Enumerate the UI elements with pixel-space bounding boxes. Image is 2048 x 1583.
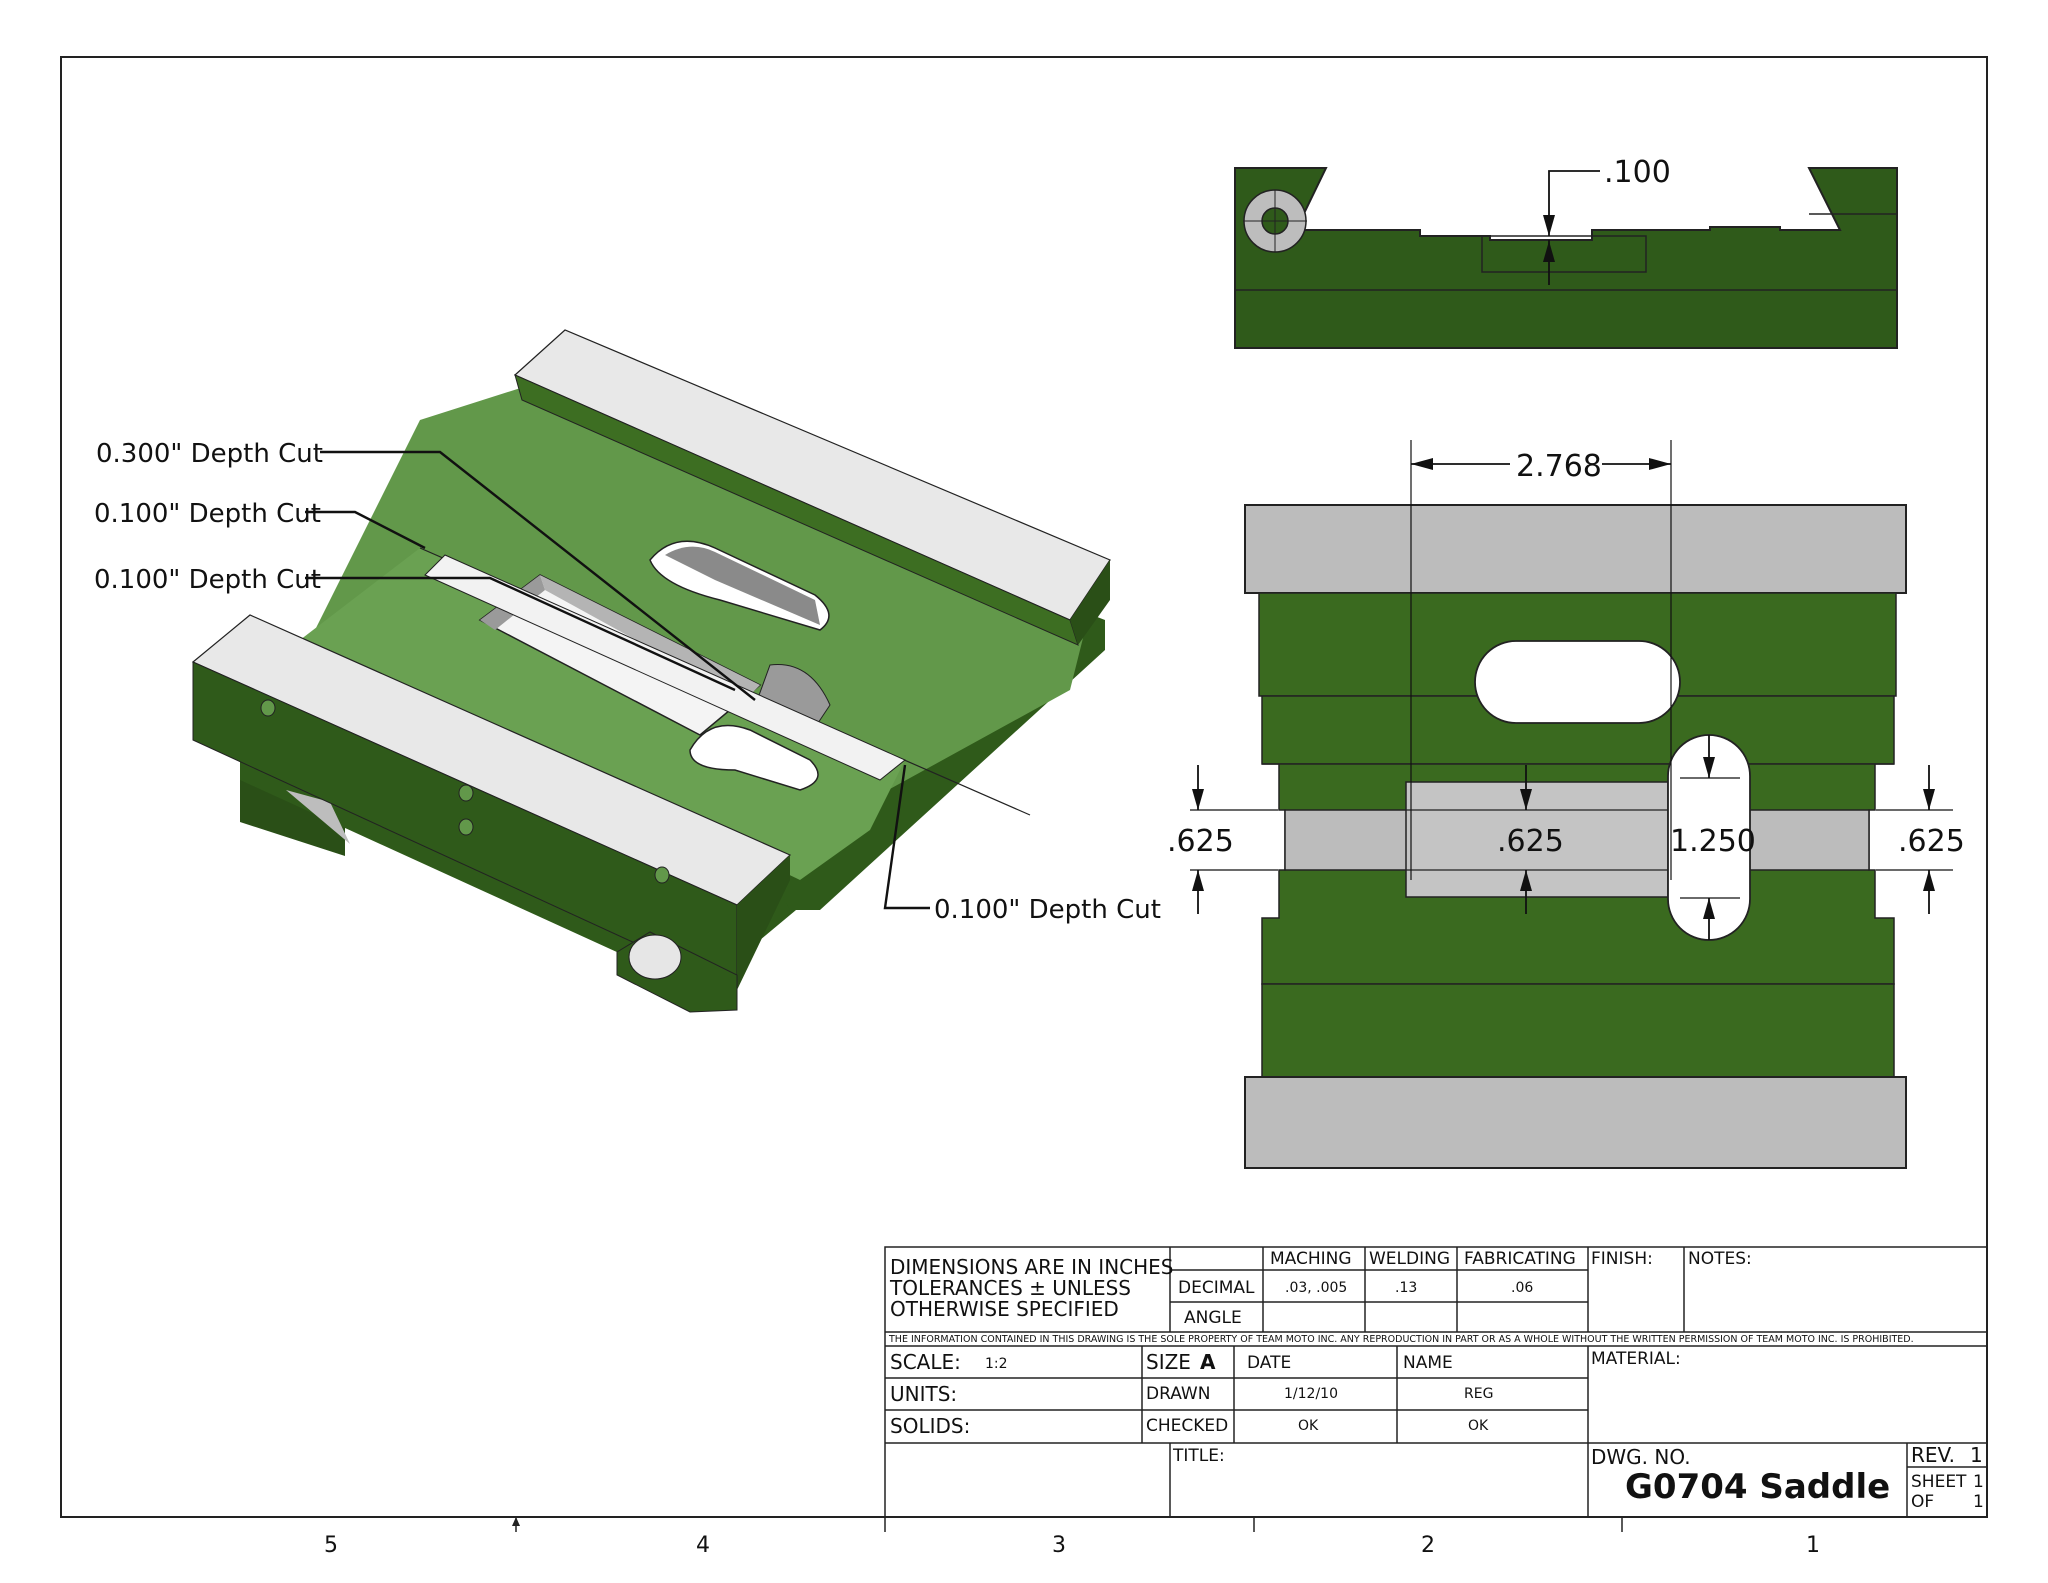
checked-label: CHECKED [1146, 1416, 1228, 1436]
end-view-body [1234, 167, 1898, 349]
col-header: MACHING [1270, 1249, 1352, 1269]
title-block [884, 1246, 1988, 1518]
callout-depth-cut: 0.100" Depth Cut [934, 895, 1161, 925]
dim-leader [1548, 170, 1600, 236]
leader-line [305, 576, 736, 692]
iso-rear-rail-end [1070, 560, 1110, 645]
zone-number: 3 [1052, 1533, 1066, 1558]
col-header: WELDING [1369, 1249, 1450, 1269]
rev-value: 1 [1970, 1443, 1983, 1467]
iso-hole [654, 866, 670, 884]
dim-arrow [1923, 870, 1935, 891]
dwg-no-label: DWG. NO. [1591, 1445, 1691, 1469]
dim-arrow [1520, 789, 1532, 810]
iso-pocket-wall2 [540, 575, 760, 700]
dim-left-height: .625 [1167, 824, 1234, 859]
dim-arrow [1923, 789, 1935, 810]
units-label: UNITS: [890, 1382, 957, 1406]
sheet-value: 1 [1973, 1472, 1984, 1492]
title-block-frame [884, 1246, 1988, 1518]
notes-label: NOTES: [1688, 1249, 1752, 1269]
iso-rear-slot-wall [665, 546, 820, 625]
tolerance-note: OTHERWISE SPECIFIED [890, 1297, 1119, 1321]
row-value: .06 [1511, 1280, 1533, 1296]
callout-depth-cut: 0.300" Depth Cut [96, 439, 323, 469]
iso-top-plate-lower [300, 548, 905, 880]
leader-line [305, 510, 426, 550]
dwg-no: G0704 Saddle [1625, 1467, 1890, 1507]
dim-top-depth: .100 [1604, 155, 1671, 190]
scale-value: 1:2 [985, 1356, 1008, 1372]
end-view-pocket [1481, 235, 1647, 273]
checked-name: OK [1468, 1418, 1489, 1434]
row-value: .03, .005 [1285, 1280, 1347, 1296]
finish-label: FINISH: [1591, 1249, 1653, 1269]
callout-depth-cut: 0.100" Depth Cut [94, 565, 321, 595]
zone-markers: 5 4 3 2 1 [324, 1517, 1820, 1558]
iso-hole [458, 784, 474, 802]
plan-rail-bottom [1244, 1076, 1907, 1169]
dim-arrow [1543, 215, 1555, 236]
tolerance-note: DIMENSIONS ARE IN INCHES [890, 1255, 1174, 1279]
leader-line [883, 764, 930, 910]
tolerance-note: TOLERANCES ± UNLESS [889, 1276, 1131, 1300]
plan-rail-top [1244, 504, 1907, 594]
zone-number: 4 [696, 1533, 710, 1558]
date-label: DATE [1247, 1353, 1291, 1373]
col-header: FABRICATING [1464, 1249, 1576, 1269]
zone-number: 5 [324, 1533, 338, 1558]
iso-front-rail-end [737, 855, 790, 990]
scale-label: SCALE: [890, 1350, 961, 1374]
iso-front-slot [689, 724, 819, 791]
iso-groove-channel [424, 554, 906, 781]
zone-number: 1 [1806, 1533, 1820, 1558]
sheet-label: SHEET [1911, 1472, 1967, 1492]
iso-hole [260, 699, 276, 717]
proprietary-notice: THE INFORMATION CONTAINED IN THIS DRAWIN… [888, 1334, 1914, 1345]
dim-arrow [1703, 898, 1715, 919]
end-view: .100 [1234, 155, 1898, 349]
material-label: MATERIAL: [1591, 1349, 1681, 1369]
zone-center-arrow [512, 1517, 520, 1526]
drawn-label: DRAWN [1146, 1384, 1210, 1404]
dim-arrow [1543, 241, 1555, 262]
dim-arrow [1703, 757, 1715, 778]
of-value: 1 [1973, 1492, 1984, 1512]
dim-right-height: .625 [1898, 824, 1965, 859]
dim-width: 2.768 [1516, 449, 1602, 484]
size-value: A [1200, 1350, 1216, 1374]
plan-green-lower [1261, 983, 1895, 1078]
checked-date: OK [1298, 1418, 1319, 1434]
row-label: DECIMAL [1178, 1278, 1255, 1298]
row-value: .13 [1395, 1280, 1417, 1296]
dim-arrow [1192, 870, 1204, 891]
callout-depth-cut: 0.100" Depth Cut [94, 499, 321, 529]
rev-label: REV. [1911, 1443, 1955, 1467]
iso-inner-tri [286, 790, 350, 844]
name-label: NAME [1403, 1353, 1453, 1373]
iso-bolt-hole-large [628, 934, 682, 980]
title-label: TITLE: [1172, 1446, 1225, 1466]
row-label: ANGLE [1184, 1308, 1242, 1328]
dim-arrow [1192, 789, 1204, 810]
of-label: OF [1911, 1492, 1934, 1512]
title-block-text: DIMENSIONS ARE IN INCHES TOLERANCES ± UN… [888, 1249, 1984, 1512]
solids-label: SOLIDS: [890, 1414, 970, 1438]
leader-line [320, 450, 756, 701]
drawn-name: REG [1464, 1386, 1493, 1402]
plan-view: 2.768 .625 .625 1.250 .625 [1167, 440, 1965, 1169]
iso-hole [458, 818, 474, 836]
dim-slot-length: 1.250 [1670, 824, 1756, 859]
plan-slot-horizontal [1474, 640, 1681, 724]
dim-arrow [1411, 458, 1433, 470]
dim-arrow [1520, 870, 1532, 891]
dim-arrow [1649, 458, 1671, 470]
drawn-date: 1/12/10 [1284, 1386, 1338, 1402]
dim-center-height: .625 [1497, 824, 1564, 859]
size-label: SIZE [1146, 1350, 1191, 1374]
zone-number: 2 [1421, 1533, 1435, 1558]
isometric-view: 0.300" Depth Cut 0.100" Depth Cut 0.100"… [94, 329, 1161, 1013]
